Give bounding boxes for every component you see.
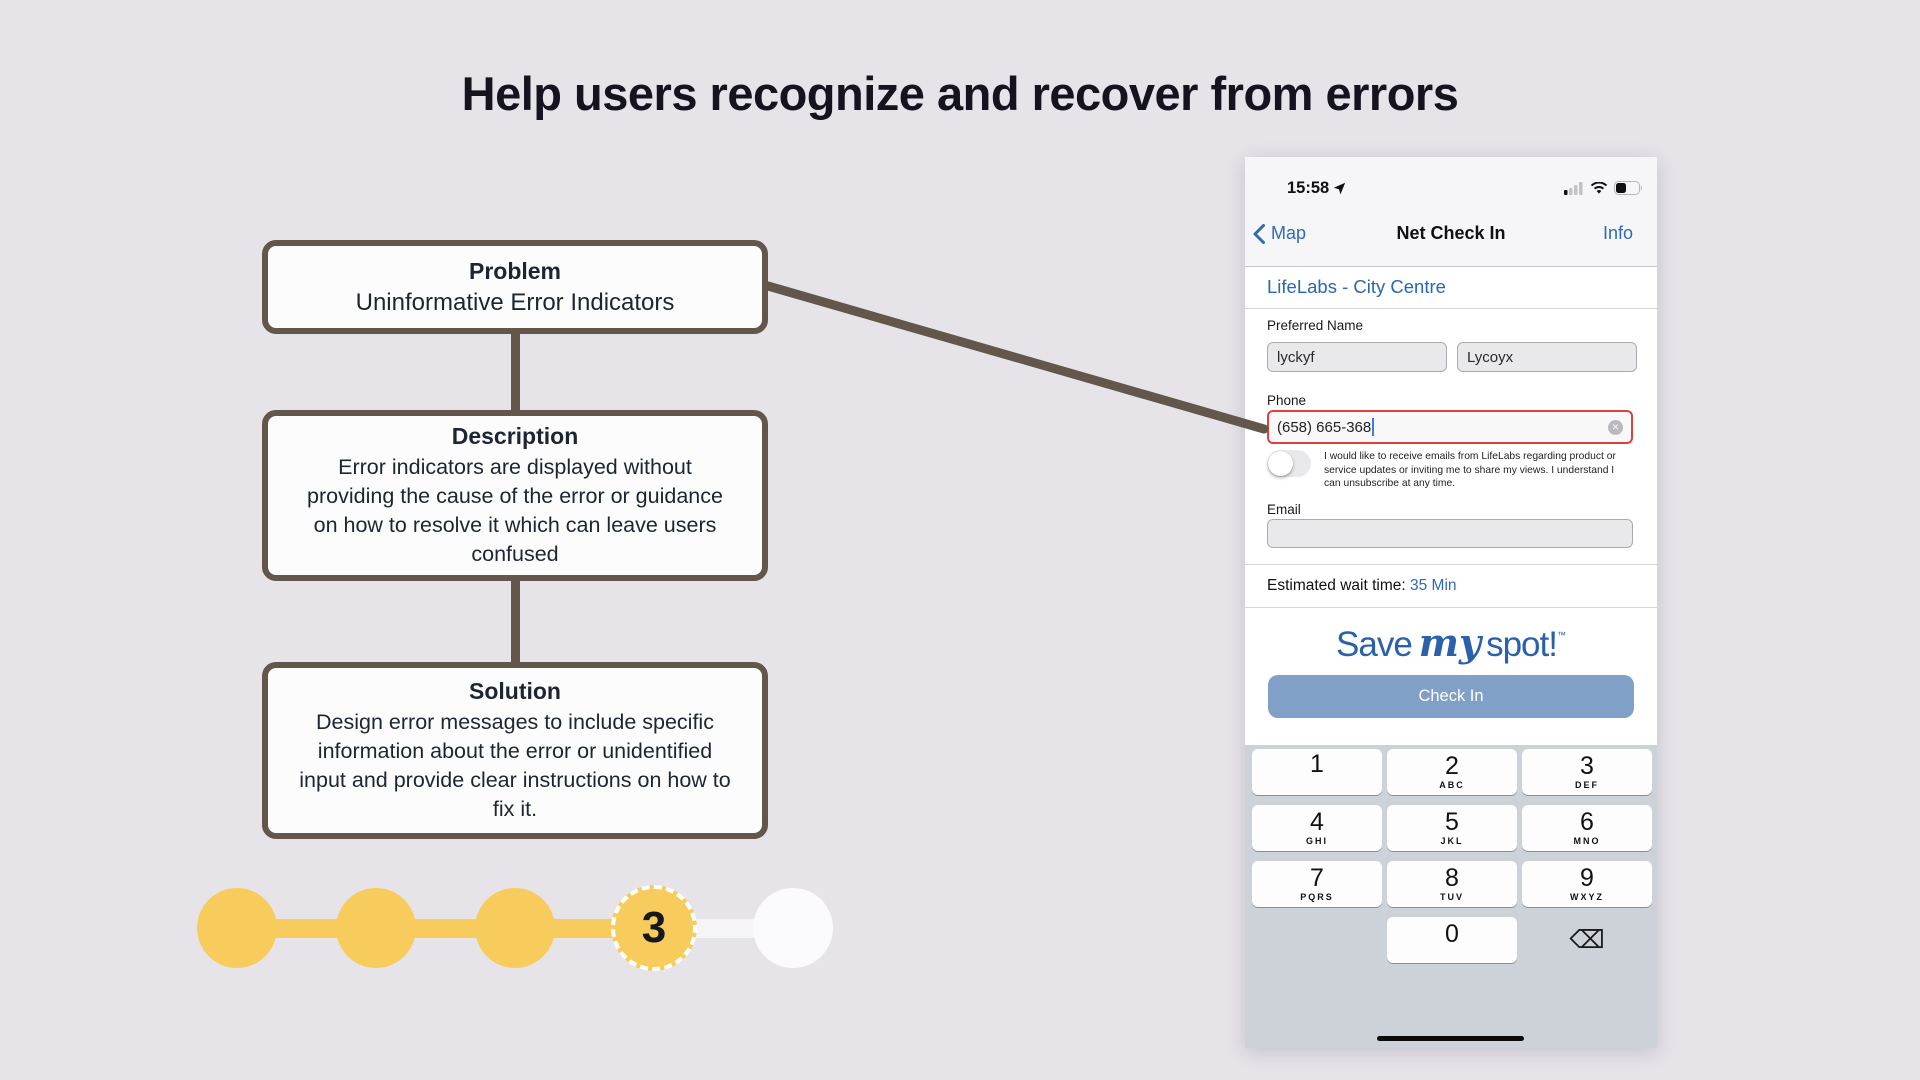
cellular-signal-icon	[1564, 181, 1583, 195]
clear-field-icon[interactable]: ✕	[1608, 420, 1623, 435]
key-digit: 3	[1580, 752, 1594, 780]
key-letters: WXYZ	[1570, 892, 1604, 902]
nav-bar: Map Net Check In Info	[1245, 223, 1657, 263]
wait-time-label: Estimated wait time:	[1267, 577, 1410, 594]
key-digit: 2	[1445, 752, 1459, 780]
key-letters: GHI	[1305, 836, 1328, 846]
keypad-key-1[interactable]: 1	[1252, 749, 1382, 795]
progress-step-number: 3	[641, 903, 667, 952]
nav-title: Net Check In	[1396, 223, 1506, 243]
status-bar: 15:58	[1245, 173, 1657, 203]
keypad-key-6[interactable]: 6 MNO	[1522, 805, 1652, 851]
home-indicator	[1377, 1036, 1524, 1041]
first-name-input[interactable]	[1267, 342, 1447, 372]
keypad-key-7[interactable]: 7 PQRS	[1252, 861, 1382, 907]
nav-back-label: Map	[1271, 223, 1307, 243]
key-digit: 8	[1445, 864, 1459, 892]
key-letters: DEF	[1575, 780, 1599, 790]
number-keypad: 1 2 ABC 3 DEF 4 GHI 5 JKL 6 MNO	[1245, 745, 1657, 1048]
key-letters: JKL	[1440, 836, 1464, 846]
nav-info-button[interactable]: Info	[1602, 223, 1633, 243]
description-box: Description Error indicators are display…	[262, 410, 768, 581]
status-time: 15:58	[1287, 179, 1346, 198]
logo-word-save: Save	[1336, 625, 1413, 664]
keypad-key-5[interactable]: 5 JKL	[1387, 805, 1517, 851]
key-digit: 1	[1310, 750, 1324, 778]
key-digit: 6	[1580, 808, 1594, 836]
progress-dot-1	[197, 888, 277, 968]
progress-dot-2	[336, 888, 416, 968]
keypad-key-2[interactable]: 2 ABC	[1387, 749, 1517, 795]
consent-text: I would like to receive emails from Life…	[1324, 451, 1616, 489]
preferred-name-label: Preferred Name	[1267, 318, 1364, 333]
keypad-key-4[interactable]: 4 GHI	[1252, 805, 1382, 851]
phone-top-bars: 15:58	[1245, 157, 1657, 267]
solution-body: Design error messages to include specifi…	[299, 709, 731, 821]
status-icons	[1564, 181, 1643, 195]
keypad-key-3[interactable]: 3 DEF	[1522, 749, 1652, 795]
wait-time-row: Estimated wait time: 35 Min	[1245, 565, 1657, 608]
connector-problem-description	[511, 330, 520, 414]
status-time-text: 15:58	[1287, 178, 1330, 197]
keypad-key-8[interactable]: 8 TUV	[1387, 861, 1517, 907]
save-my-spot-logo: Save my spot! ™	[1245, 608, 1657, 666]
logo-trademark: ™	[1556, 630, 1566, 640]
wifi-icon	[1590, 181, 1608, 194]
phone-label: Phone	[1267, 393, 1307, 408]
key-letters: TUV	[1440, 892, 1464, 902]
email-input[interactable]	[1267, 519, 1633, 548]
key-digit: 0	[1445, 920, 1459, 948]
problem-body: Uninformative Error Indicators	[355, 288, 675, 316]
connector-description-solution	[511, 577, 520, 666]
progress-dot-3	[475, 888, 555, 968]
backspace-icon: ⌫	[1569, 926, 1605, 954]
keypad-key-0[interactable]: 0	[1387, 917, 1517, 963]
solution-heading: Solution	[469, 677, 561, 704]
location-arrow-icon	[1334, 182, 1346, 194]
problem-heading: Problem	[468, 257, 562, 284]
last-name-input[interactable]	[1457, 342, 1637, 372]
checkin-form: Preferred Name Phone (658) 665-368 ✕ I w…	[1245, 309, 1657, 565]
phone-number-input[interactable]: (658) 665-368 ✕	[1267, 410, 1633, 444]
text-caret	[1372, 418, 1375, 436]
location-link[interactable]: LifeLabs - City Centre	[1245, 267, 1657, 309]
logo-word-my: my	[1418, 620, 1482, 665]
keypad-spacer	[1252, 917, 1382, 963]
phone-number-value: (658) 665-368	[1277, 418, 1372, 436]
keypad-key-9[interactable]: 9 WXYZ	[1522, 861, 1652, 907]
backspace-key[interactable]: ⌫	[1522, 917, 1652, 963]
email-consent-toggle[interactable]	[1267, 450, 1311, 477]
phone-screenshot: 15:58	[1245, 157, 1657, 1048]
progress-dot-current: 3	[611, 885, 697, 971]
check-in-button[interactable]: Check In	[1268, 675, 1634, 718]
key-letters: MNO	[1573, 836, 1601, 846]
key-digit: 7	[1310, 864, 1324, 892]
key-digit: 9	[1580, 864, 1594, 892]
solution-box: Solution Design error messages to includ…	[262, 662, 768, 839]
key-digit: 4	[1310, 808, 1324, 836]
progress-dot-5	[753, 888, 833, 968]
description-heading: Description	[451, 422, 579, 449]
nav-back-button[interactable]: Map	[1253, 223, 1306, 244]
slide-title: Help users recognize and recover from er…	[461, 67, 1459, 120]
wait-time-value: 35 Min	[1410, 577, 1457, 594]
key-letters: ABC	[1439, 780, 1465, 790]
chevron-left-icon	[1253, 223, 1265, 244]
problem-box: Problem Uninformative Error Indicators	[262, 240, 768, 334]
logo-word-spot: spot!	[1486, 625, 1558, 664]
description-body: Error indicators are displayed without p…	[307, 454, 723, 566]
key-letters: PQRS	[1300, 892, 1334, 902]
toggle-knob	[1268, 451, 1293, 476]
save-my-spot-section: Save my spot! ™ Check In	[1245, 608, 1657, 745]
consent-row: I would like to receive emails from Life…	[1267, 450, 1620, 491]
email-label: Email	[1267, 502, 1301, 517]
key-digit: 5	[1445, 808, 1459, 836]
battery-icon	[1614, 181, 1643, 195]
